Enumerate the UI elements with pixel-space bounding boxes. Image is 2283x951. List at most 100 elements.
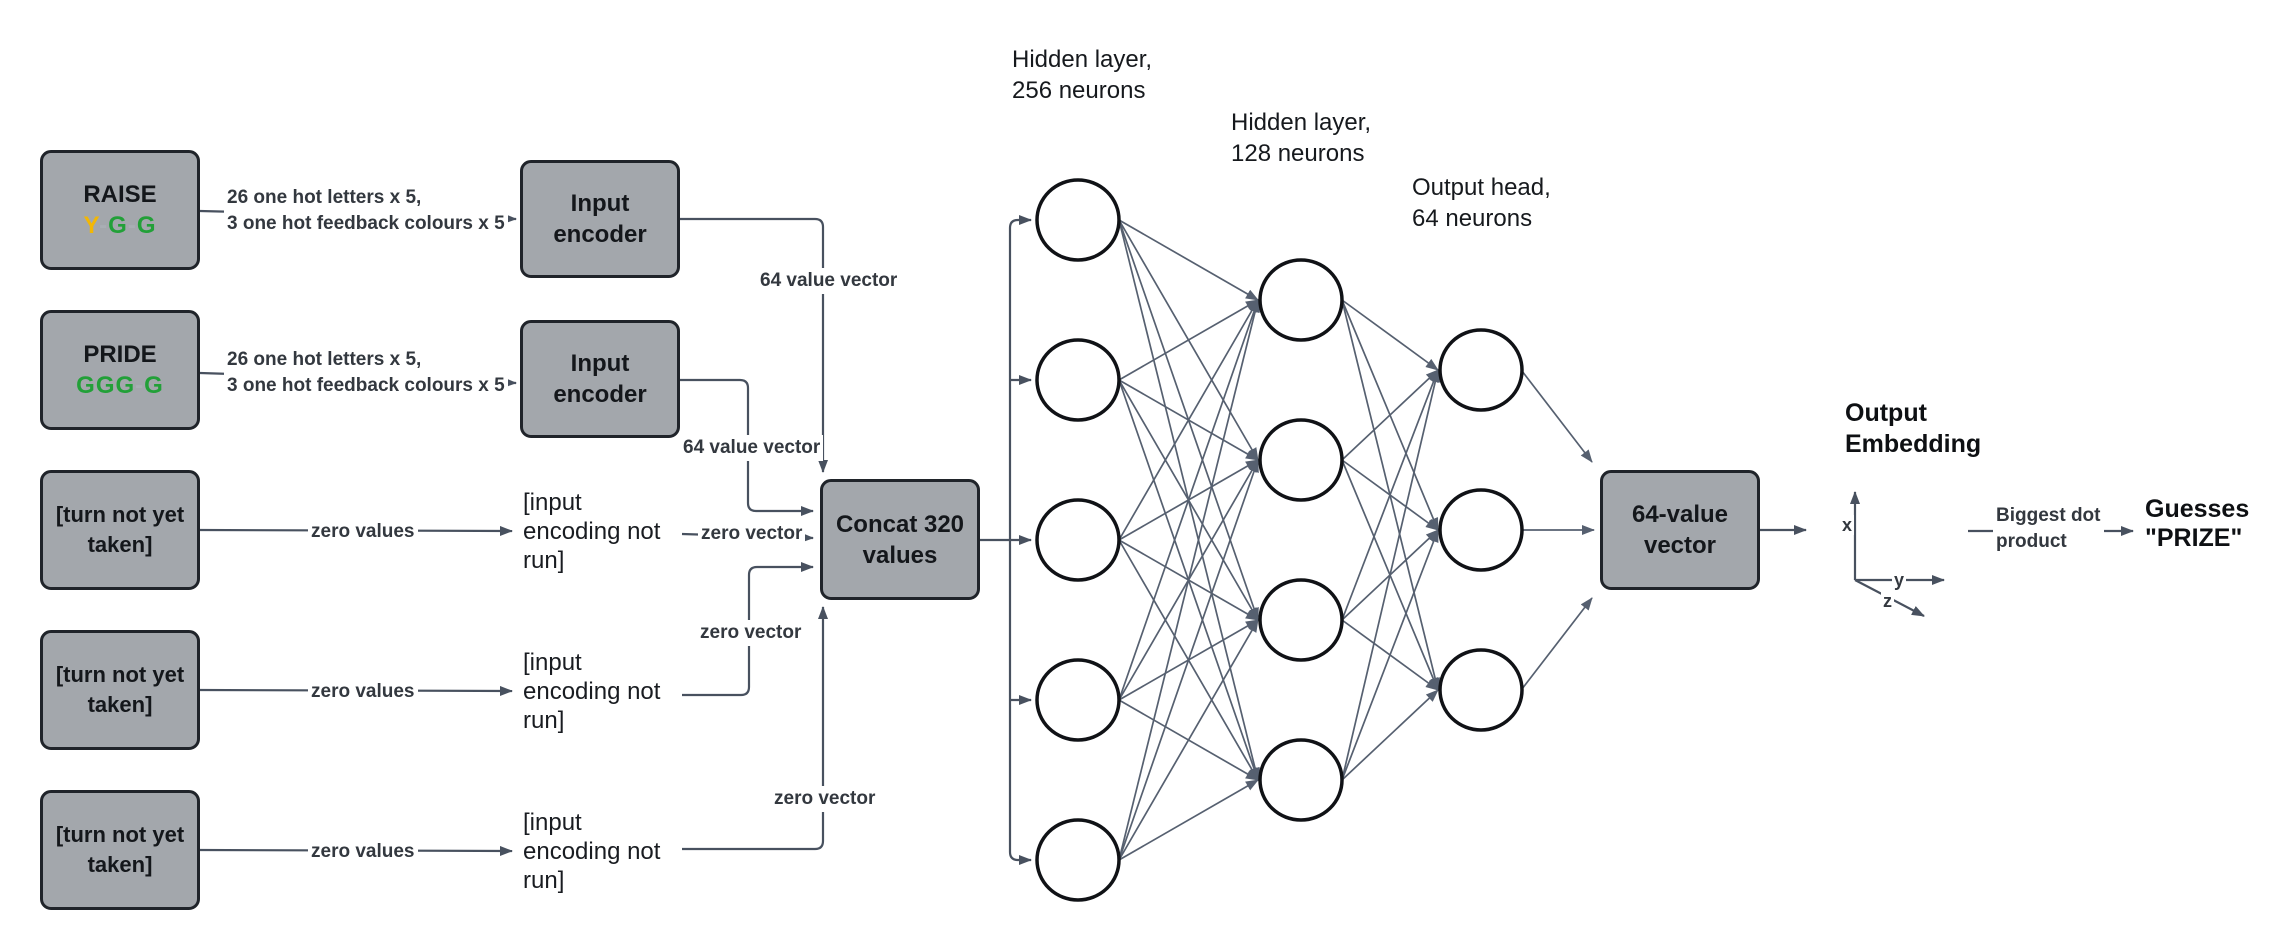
biggest-dot-product-label: Biggest dot product bbox=[1993, 503, 2104, 555]
biggest-dot-line2: product bbox=[1996, 531, 2067, 552]
guess1-word: RAISE bbox=[83, 181, 157, 208]
edge-concat-to-neuron5 bbox=[1008, 540, 1032, 865]
note-line3: run] bbox=[523, 547, 565, 574]
neuron-circle bbox=[1258, 418, 1344, 502]
concat-box: Concat 320 values bbox=[820, 479, 980, 600]
net-connection bbox=[1118, 299, 1260, 861]
turn-box-3: [turn not yet taken] bbox=[40, 790, 200, 910]
input-not-run-note-3: [input encoding not run] bbox=[523, 808, 660, 895]
hidden-layer1-line1: Hidden layer, bbox=[1012, 46, 1153, 73]
edge-concat-to-neuron1 bbox=[1008, 215, 1032, 540]
input-encoder-box-1: Input encoder bbox=[520, 160, 680, 278]
guesses-prize-label: Guesses "PRIZE" bbox=[2145, 495, 2249, 553]
input-encoder-line2: encoder bbox=[553, 221, 647, 248]
hidden-layer2-line2: 128 neurons bbox=[1231, 140, 1365, 167]
output-embedding-line2: Embedding bbox=[1845, 430, 1982, 458]
onehot-label-1: 26 one hot letters x 5, 3 one hot feedba… bbox=[224, 185, 508, 237]
hidden-layer1-label: Hidden layer, 256 neurons bbox=[1012, 44, 1152, 106]
input-encoder-line1: Input bbox=[570, 350, 630, 377]
turn-box-1: [turn not yet taken] bbox=[40, 470, 200, 590]
net-connection bbox=[1118, 299, 1259, 541]
feedback-letter: - bbox=[127, 212, 137, 239]
feedback-letter: G bbox=[115, 372, 136, 399]
note-line3: run] bbox=[523, 707, 565, 734]
vector64-label-1: 64 value vector bbox=[757, 268, 901, 294]
note-line2: encoding not bbox=[523, 678, 661, 705]
zero-vector-label-3: zero vector bbox=[771, 786, 879, 812]
zero-values-label-2: zero values bbox=[308, 679, 418, 705]
net-connection bbox=[1341, 369, 1439, 621]
feedback-letter: Y bbox=[83, 212, 100, 239]
output-vector-box: 64-value vector bbox=[1600, 470, 1760, 590]
net-connection bbox=[1341, 689, 1439, 781]
edge-zero-vector3-to-concat bbox=[682, 606, 828, 851]
turn-box-line1: [turn not yet bbox=[55, 662, 185, 687]
onehot-label-line1: 26 one hot letters x 5, bbox=[227, 349, 422, 370]
net-connection bbox=[1118, 459, 1259, 861]
note-line2: encoding not bbox=[523, 518, 661, 545]
net-connection bbox=[1521, 597, 1593, 690]
zero-values-label-3: zero values bbox=[308, 839, 418, 865]
input-encoder-line1: Input bbox=[570, 190, 630, 217]
zero-vector-label-1: zero vector bbox=[698, 521, 806, 547]
guesses-line1: Guesses bbox=[2145, 495, 2250, 523]
note-line1: [input bbox=[523, 809, 582, 836]
output-vector-line2: vector bbox=[1643, 532, 1717, 559]
feedback-letter: - bbox=[135, 372, 145, 399]
neuron-circle bbox=[1035, 178, 1121, 262]
neuron-circle bbox=[1035, 498, 1121, 582]
net-connection bbox=[1341, 299, 1439, 371]
note-line2: encoding not bbox=[523, 838, 661, 865]
output-embedding-label: Output Embedding bbox=[1845, 398, 1981, 460]
note-line3: run] bbox=[523, 867, 565, 894]
feedback-letter: G bbox=[108, 212, 128, 239]
neuron-circle bbox=[1035, 338, 1121, 422]
input-encoder-line2: encoder bbox=[553, 381, 647, 408]
feedback-letter: - bbox=[99, 212, 109, 239]
net-connection bbox=[1341, 529, 1439, 781]
guess2-feedback: GGG-G bbox=[76, 370, 164, 401]
guess2-word: PRIDE bbox=[83, 341, 157, 368]
net-connection bbox=[1118, 619, 1259, 861]
net-connection bbox=[1521, 370, 1593, 463]
net-connection bbox=[1341, 369, 1439, 461]
output-vector-line1: 64-value bbox=[1631, 501, 1729, 528]
axis-z-label: z bbox=[1881, 591, 1894, 611]
turn-box-line2: taken] bbox=[87, 852, 153, 877]
neuron-circle bbox=[1258, 578, 1344, 662]
feedback-letter: G bbox=[144, 372, 164, 399]
feedback-letter: G bbox=[76, 372, 96, 399]
turn-box-line2: taken] bbox=[87, 692, 153, 717]
input-encoder-box-2: Input encoder bbox=[520, 320, 680, 438]
turn-box-line2: taken] bbox=[87, 532, 153, 557]
turn-box-line1: [turn not yet bbox=[55, 502, 185, 527]
neuron-circle bbox=[1258, 258, 1344, 342]
hidden-layer2-label: Hidden layer, 128 neurons bbox=[1231, 107, 1371, 169]
concat-line1: Concat 320 bbox=[835, 510, 965, 538]
neuron-circle bbox=[1438, 648, 1524, 732]
input-not-run-note-2: [input encoding not run] bbox=[523, 648, 660, 735]
net-connection bbox=[1118, 219, 1259, 301]
axis-x-label: x bbox=[1840, 515, 1855, 535]
neuron-circle bbox=[1035, 658, 1121, 742]
onehot-label-line1: 26 one hot letters x 5, bbox=[227, 187, 422, 208]
guess2-box: PRIDE GGG-G bbox=[40, 310, 200, 430]
net-connection bbox=[1118, 299, 1259, 701]
neuron-circle bbox=[1035, 818, 1121, 902]
output-head-line2: 64 neurons bbox=[1412, 205, 1533, 232]
onehot-label-line2: 3 one hot feedback colours x 5 bbox=[227, 375, 505, 396]
note-line1: [input bbox=[523, 649, 582, 676]
input-not-run-note-1: [input encoding not run] bbox=[523, 488, 660, 575]
vector64-label-2: 64 value vector bbox=[680, 435, 824, 461]
neuron-circle bbox=[1438, 328, 1524, 412]
turn-box-line1: [turn not yet bbox=[55, 822, 185, 847]
turn-box-2: [turn not yet taken] bbox=[40, 630, 200, 750]
net-connection bbox=[1341, 369, 1441, 781]
neuron-circle bbox=[1258, 738, 1344, 822]
guess1-feedback: Y-G-G bbox=[83, 210, 156, 241]
neuron-circle bbox=[1438, 488, 1524, 572]
output-embedding-line1: Output bbox=[1845, 399, 1927, 427]
net-connection bbox=[1118, 779, 1259, 861]
note-line1: [input bbox=[523, 489, 582, 516]
